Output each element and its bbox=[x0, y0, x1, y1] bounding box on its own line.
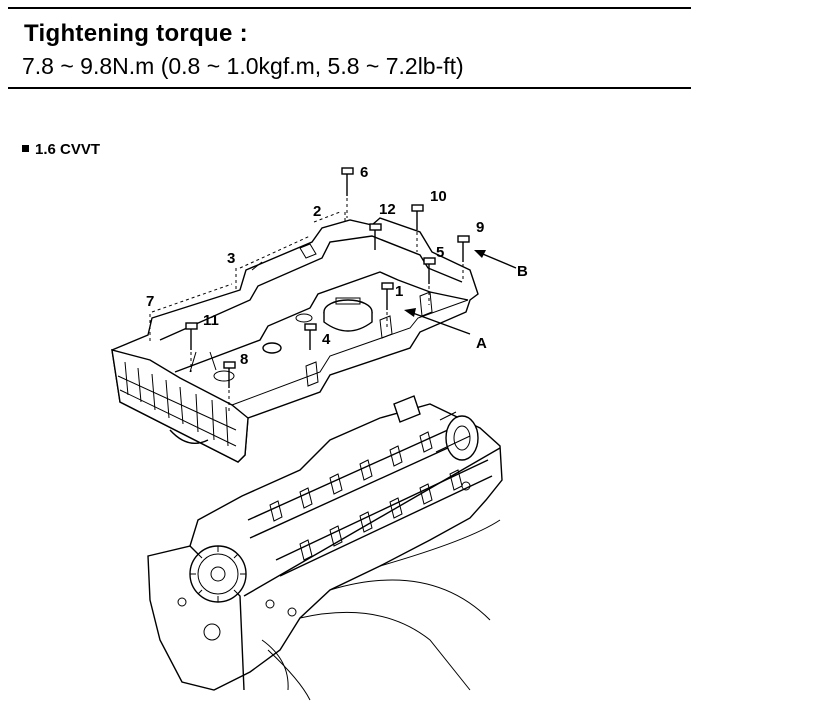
label-bolt-4: 4 bbox=[322, 331, 331, 348]
torque-value: 7.8 ~ 9.8N.m (0.8 ~ 1.0kgf.m, 5.8 ~ 7.2l… bbox=[22, 53, 464, 79]
engine-variant-label: 1.6 CVVT bbox=[22, 141, 100, 158]
torque-title: Tightening torque : bbox=[24, 20, 248, 47]
label-bolt-1: 1 bbox=[395, 283, 403, 300]
label-callout-a: A bbox=[476, 335, 487, 352]
engine-variant-text: 1.6 CVVT bbox=[35, 141, 101, 158]
top-rule bbox=[8, 7, 691, 9]
label-callout-b: B bbox=[517, 263, 528, 280]
cylinder-head bbox=[147, 395, 503, 701]
label-bolt-8: 8 bbox=[240, 351, 248, 368]
label-bolt-10: 10 bbox=[430, 188, 447, 205]
callout-arrows bbox=[404, 250, 517, 335]
bolt-1 bbox=[381, 282, 394, 310]
bolt-5 bbox=[423, 257, 436, 284]
bolt-10 bbox=[411, 204, 424, 230]
label-bolt-7: 7 bbox=[146, 293, 154, 310]
label-bolt-9: 9 bbox=[476, 219, 484, 236]
bolt-6 bbox=[341, 167, 354, 196]
label-bolt-6: 6 bbox=[360, 164, 368, 181]
bolt-11 bbox=[185, 322, 198, 350]
cover-bolts bbox=[185, 167, 470, 412]
cylinder-head-cover bbox=[111, 217, 479, 463]
bullet-icon bbox=[22, 145, 29, 152]
bolt-12 bbox=[369, 223, 382, 250]
label-bolt-5: 5 bbox=[436, 244, 444, 261]
label-bolt-12: 12 bbox=[379, 201, 396, 218]
bolt-4 bbox=[304, 323, 317, 350]
bolt-9 bbox=[457, 235, 470, 262]
label-bolt-2: 2 bbox=[313, 203, 321, 220]
leader-lines bbox=[149, 211, 346, 342]
label-bolt-3: 3 bbox=[227, 250, 235, 267]
label-bolt-11: 11 bbox=[203, 312, 219, 329]
bolt-8 bbox=[223, 361, 236, 388]
bottom-rule bbox=[8, 87, 691, 89]
bolt-number-labels: 1 2 3 4 5 6 7 8 9 10 11 12 A B bbox=[146, 164, 528, 368]
